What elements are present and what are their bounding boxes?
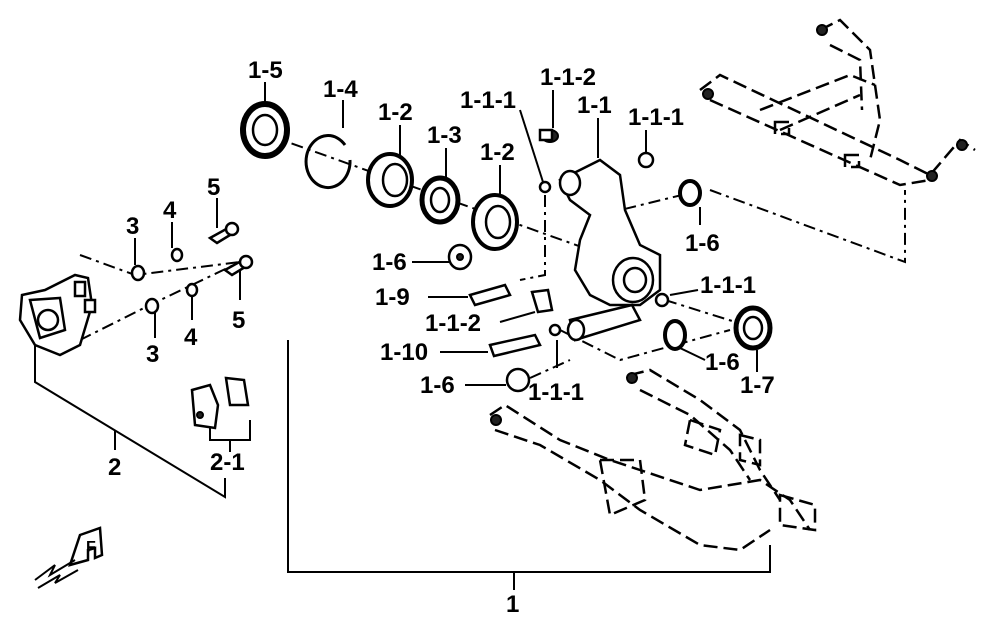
- label-4-lower: 4: [184, 324, 198, 351]
- part-5-bolt-lower: [222, 254, 254, 300]
- label-1-2-right: 1-2: [480, 139, 515, 166]
- label-1-6-d: 1-6: [705, 349, 740, 376]
- label-4-upper: 4: [163, 197, 177, 224]
- part-1-6-washer-c: [465, 367, 531, 393]
- label-3-lower: 3: [146, 341, 159, 368]
- part-3-washer-lower: [144, 297, 160, 338]
- part-1-3-ring: [419, 148, 461, 225]
- part-1-10-pin: [440, 333, 542, 358]
- label-1-5: 1-5: [248, 57, 283, 84]
- part-1-6-washer-b: [412, 243, 473, 271]
- part-2-1-brake-pads: [190, 376, 251, 452]
- label-1: 1: [506, 591, 519, 618]
- label-3-upper: 3: [126, 213, 139, 240]
- label-1-1-1-d: 1-1-1: [528, 379, 584, 406]
- label-1-2-left: 1-2: [378, 99, 413, 126]
- part-1-2-bearing-right: [471, 165, 519, 251]
- front-arrow-icon: [34, 526, 104, 589]
- label-1-3: 1-3: [427, 122, 462, 149]
- label-5-upper: 5: [207, 174, 220, 201]
- part-1-1-1-bolt-c: [654, 289, 699, 308]
- label-1-6-a: 1-6: [685, 230, 720, 257]
- phantom-swing-arm: [489, 368, 817, 552]
- part-1-1-knuckle: [558, 118, 662, 342]
- part-1-1-1-bolt-d: [548, 323, 562, 368]
- alignment-lines: [79, 134, 906, 379]
- part-1-6-washer-a: [678, 179, 702, 225]
- label-2: 2: [108, 454, 121, 481]
- part-1-4-circlip: [304, 100, 352, 190]
- part-1-1-1-bolt-b: [637, 130, 655, 169]
- part-2-brake-caliper: [18, 273, 97, 357]
- label-2-1: 2-1: [210, 449, 245, 476]
- label-1-10: 1-10: [380, 339, 428, 366]
- part-1-1-2-grease-nipple-top: [538, 90, 559, 143]
- part-4-washer-lower: [185, 282, 199, 320]
- label-1-6-c: 1-6: [420, 372, 455, 399]
- label-5-lower: 5: [232, 307, 245, 334]
- part-1-1-1-bolt-a: [519, 109, 552, 194]
- label-1-9: 1-9: [375, 284, 410, 311]
- part-3-washer-upper: [130, 238, 146, 282]
- label-f: F: [86, 539, 96, 556]
- label-1-1: 1-1: [577, 92, 612, 119]
- leader-1: [287, 340, 771, 590]
- label-1-1-1-a: 1-1-1: [460, 87, 516, 114]
- part-4-washer-upper: [170, 222, 184, 263]
- label-1-6-b: 1-6: [372, 249, 407, 276]
- label-1-1-2-mid: 1-1-2: [425, 310, 481, 337]
- label-1-1-2-top: 1-1-2: [540, 64, 596, 91]
- part-1-7-oil-seal: [733, 305, 773, 372]
- phantom-frame-top: [699, 18, 976, 187]
- part-5-bolt-upper: [207, 198, 240, 245]
- part-1-5-oil-seal: [240, 82, 290, 159]
- label-1-7: 1-7: [740, 372, 775, 399]
- leader-2: [34, 345, 226, 499]
- label-1-1-1-b: 1-1-1: [628, 104, 684, 131]
- part-1-1-2-grease-nipple-mid: [499, 288, 554, 323]
- part-1-9-pin: [428, 283, 512, 307]
- part-1-6-washer-d: [663, 319, 706, 361]
- label-1-4: 1-4: [323, 76, 358, 103]
- part-1-2-bearing-left: [366, 125, 414, 208]
- label-1-1-1-c: 1-1-1: [700, 272, 756, 299]
